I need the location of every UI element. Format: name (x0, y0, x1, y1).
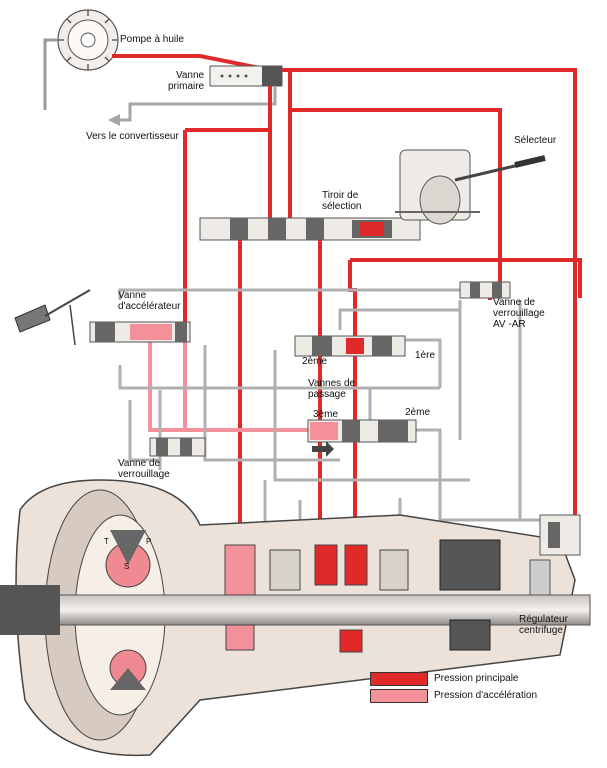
oil-pump-label: Pompe à huile (120, 34, 184, 45)
legend-label-throttle: Pression d'accélération (434, 690, 538, 701)
selection-spool-label: Tiroir de sélection (322, 190, 362, 212)
selector-label: Sélecteur (514, 135, 557, 146)
governor (529, 514, 581, 596)
governor-label: Régulateur centrifuge (519, 614, 568, 636)
converter-stator-label: S (124, 562, 130, 571)
pump-outlet-line (112, 54, 271, 72)
throttle-pressure-lines (148, 333, 310, 432)
primary-valve-label: Vanne primaire (168, 70, 205, 92)
shift-valve-1-2 (294, 335, 406, 357)
transmission-housing (0, 479, 591, 757)
converter-label: Vers le convertisseur (86, 131, 179, 142)
legend-swatch-main (370, 672, 428, 686)
legend-label-main: Pression principale (434, 673, 519, 684)
shift-arrow-icon (312, 441, 334, 457)
legend-swatch-throttle (370, 689, 428, 703)
shift-valve-2-3 (307, 419, 417, 443)
lock-valve-front-rear-label: Vanne de verrouillage AV -AR (493, 297, 545, 330)
throttle-valve (89, 321, 191, 343)
converter-line (120, 86, 277, 122)
shift-1-label: 1ère (415, 350, 436, 361)
selection-spool (199, 217, 421, 241)
primary-valve (209, 65, 283, 87)
clutch-packs (224, 544, 409, 653)
lock-valve-front-rear (459, 281, 511, 299)
converter-pump-label: P (146, 537, 152, 546)
shift-valves-label: Vannes de passage (308, 378, 356, 400)
converter-turbine-label: T (104, 537, 109, 546)
oil-pump-gear-icon (57, 9, 119, 71)
lock-valve-label: Vanne de verrouillage (118, 458, 170, 480)
shift-2-label: 2ème (302, 356, 328, 367)
torque-converter (105, 530, 151, 690)
lock-valve (149, 437, 206, 457)
shift-3-label: 3ème (313, 409, 339, 420)
shift-2b-label: 2ème (405, 407, 431, 418)
converter-arrow-icon (108, 114, 120, 126)
throttle-valve-label: Vanne d'accélérateur (118, 290, 181, 312)
suction-line (43, 38, 58, 110)
selector-lever (395, 149, 546, 225)
accelerator-pedal-icon (14, 289, 91, 346)
output-gears-icon (439, 539, 501, 651)
